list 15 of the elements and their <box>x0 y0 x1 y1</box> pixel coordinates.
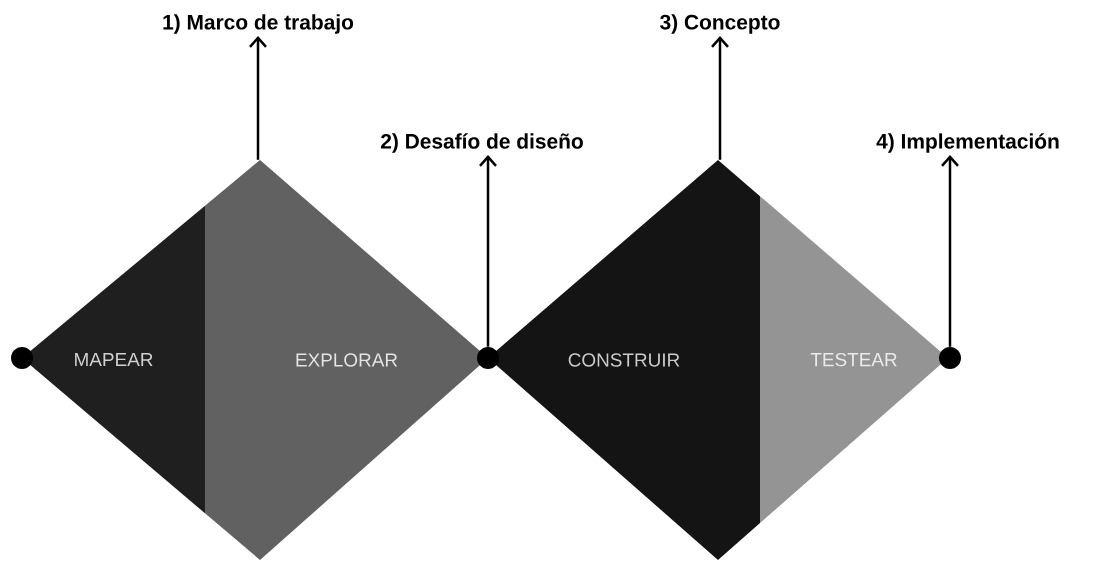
diamond-section: TESTEAR <box>760 196 948 524</box>
arrow <box>249 35 267 160</box>
arrow <box>941 155 959 347</box>
milestone-label: 2) Desafío de diseño <box>381 133 583 153</box>
arrow <box>711 35 729 160</box>
diamond-section: CONSTRUIR <box>488 160 760 560</box>
arrow <box>479 155 497 347</box>
milestone-label: 4) Implementación <box>876 133 1059 153</box>
junction-dot <box>11 347 33 369</box>
junction-dot <box>939 347 961 369</box>
diamond-section: EXPLORAR <box>205 160 488 560</box>
milestone-label: 3) Concepto <box>660 14 780 34</box>
junction-dot <box>477 347 499 369</box>
milestone-label: 1) Marco de trabajo <box>163 14 354 34</box>
diamond-section: MAPEAR <box>22 205 205 514</box>
